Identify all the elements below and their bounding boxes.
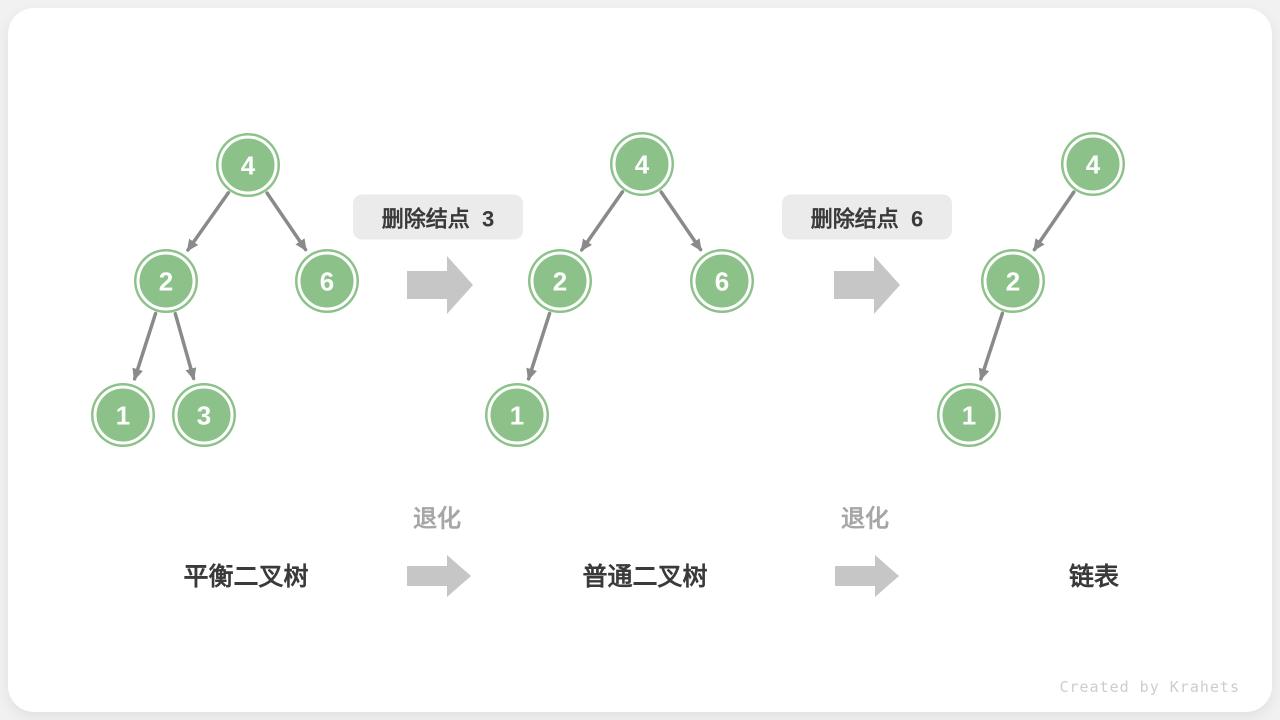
block-arrow-right-icon-3 [407, 555, 471, 597]
block-arrow-shape [407, 256, 473, 314]
block-arrow-shape [835, 555, 899, 597]
linked-list-node-4: 4 [1063, 134, 1123, 194]
diagram-card [8, 8, 1272, 712]
stage-label-1: 平衡二叉树 [183, 563, 309, 591]
block-arrow-right-icon-2 [834, 256, 900, 314]
ordinary-binary-tree-node-4: 4 [612, 134, 672, 194]
balanced-binary-tree-node-4: 4 [218, 135, 278, 195]
stage-label-2: 普通二叉树 [582, 563, 708, 591]
credit-text: Created by Krahets [1059, 678, 1240, 696]
ordinary-binary-tree-node-2: 2 [530, 251, 590, 311]
degrade-label-1: 退化 [413, 505, 461, 533]
ordinary-binary-tree-node-1: 1 [487, 385, 547, 445]
balanced-binary-tree-node-1: 1 [93, 385, 153, 445]
balanced-binary-tree-node-6: 6 [297, 251, 357, 311]
linked-list-node-2: 2 [983, 251, 1043, 311]
ordinary-binary-tree-node-6: 6 [692, 251, 752, 311]
block-arrow-right-icon-4 [835, 555, 899, 597]
block-arrow-right-icon-1 [407, 256, 473, 314]
linked-list-node-1: 1 [939, 385, 999, 445]
balanced-binary-tree-node-2: 2 [136, 251, 196, 311]
operation-label-1: 删除结点 3 [353, 194, 523, 240]
balanced-binary-tree-node-3: 3 [174, 385, 234, 445]
operation-label-2: 删除结点 6 [782, 194, 952, 240]
stage-label-3: 链表 [1068, 563, 1120, 591]
block-arrow-shape [407, 555, 471, 597]
degrade-label-2: 退化 [841, 505, 889, 533]
block-arrow-shape [834, 256, 900, 314]
